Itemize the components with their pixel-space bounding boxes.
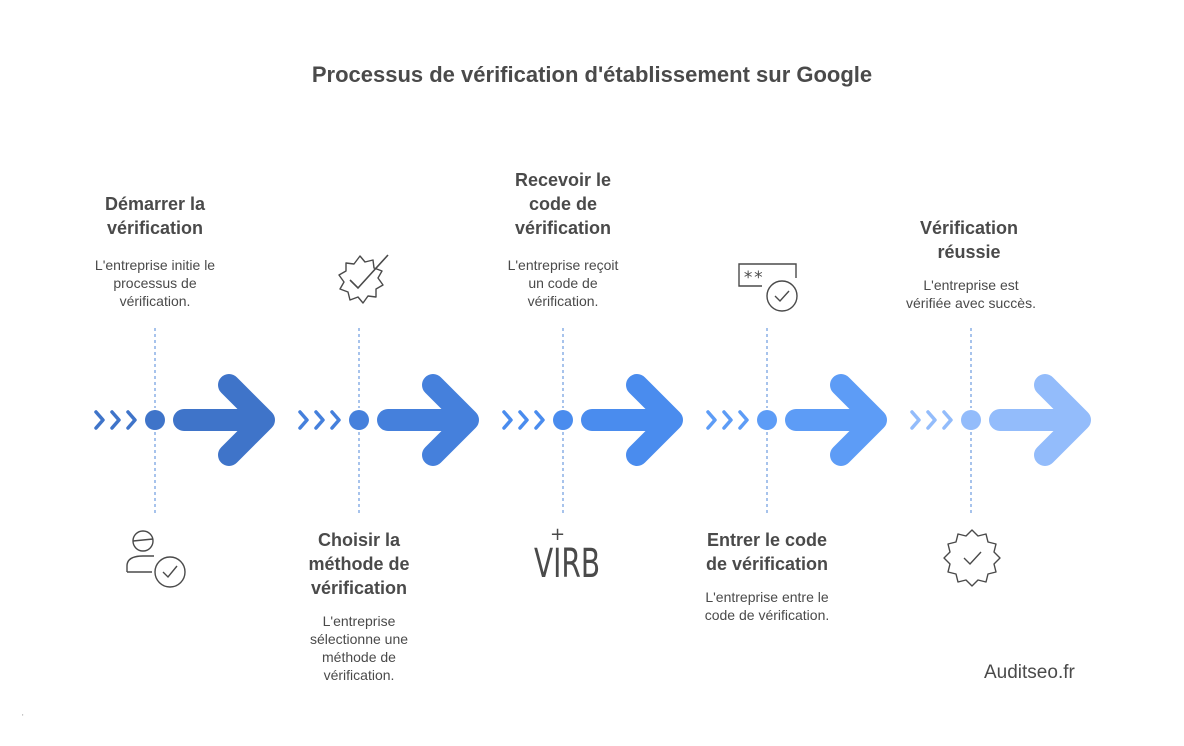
step-3-title-line-2: code de xyxy=(528,194,598,214)
step-4-description: L'entreprise entre le code de vérificati… xyxy=(682,588,852,624)
virb-logo-icon: + VIRB xyxy=(530,524,601,592)
password-check-icon: ** xyxy=(738,263,798,312)
step-1-arrow xyxy=(173,374,275,466)
step-5-title-line-2: réussie xyxy=(937,242,1001,262)
step-4-title-line-2: de vérification xyxy=(705,554,829,574)
step-3-title-line-1: Recevoir le xyxy=(514,170,612,190)
step-1-dot xyxy=(145,410,165,430)
step-2-dot xyxy=(349,410,369,430)
step-1-description: L'entreprise initie le processus de véri… xyxy=(70,256,240,310)
step-1-title-line-1: Démarrer la xyxy=(104,194,206,214)
step-5-title-line-1: Vérification xyxy=(919,218,1019,238)
step-2-desc-line-1: L'entreprise xyxy=(322,613,396,629)
step-3-dot xyxy=(553,410,573,430)
step-2-arrow xyxy=(377,374,479,466)
step-5-flow xyxy=(910,328,1091,516)
step-5-description: L'entreprise est vérifiée avec succès. xyxy=(886,276,1056,312)
step-4-desc-line-2: code de vérification. xyxy=(704,607,830,623)
step-2-title-line-3: vérification xyxy=(310,578,408,598)
step-3-title-line-3: vérification xyxy=(514,218,612,238)
step-3-desc-line-1: L'entreprise reçoit xyxy=(507,257,619,273)
step-4-chevrons xyxy=(706,410,749,430)
step-1-desc-line-3: vérification. xyxy=(119,293,191,309)
step-4-title: Entrer le code de vérification xyxy=(682,528,852,576)
step-3-arrow xyxy=(581,374,683,466)
step-5-chevrons xyxy=(910,410,953,430)
step-1-title: Démarrer la vérification xyxy=(70,192,240,240)
password-mask: ** xyxy=(743,268,763,288)
step-2-title-line-1: Choisir la xyxy=(317,530,401,550)
step-3-title: Recevoir le code de vérification xyxy=(478,168,648,240)
corner-mark: ' xyxy=(22,713,24,722)
step-1-desc-line-2: processus de xyxy=(113,275,197,291)
step-2-desc-line-3: méthode de xyxy=(322,649,396,665)
step-4-flow xyxy=(706,328,887,516)
step-1-title-line-2: vérification xyxy=(106,218,204,238)
gear-check-icon xyxy=(338,254,389,304)
virb-logo-text: VIRB xyxy=(534,541,601,587)
step-1-chevrons xyxy=(94,410,137,430)
step-2-desc-line-4: vérification. xyxy=(323,667,395,683)
step-4-dot xyxy=(757,410,777,430)
step-5-title: Vérification réussie xyxy=(884,216,1054,264)
step-2-flow xyxy=(298,328,479,516)
step-5-desc-line-2: vérifiée avec succès. xyxy=(906,295,1036,311)
step-1-flow xyxy=(94,328,275,516)
watermark: Auditseo.fr xyxy=(984,662,1075,683)
step-2-title: Choisir la méthode de vérification xyxy=(274,528,444,600)
step-5-arrow xyxy=(989,374,1091,466)
virb-logo-plus: + xyxy=(550,524,566,545)
step-1-desc-line-1: L'entreprise initie le xyxy=(94,257,216,273)
step-4-arrow xyxy=(785,374,887,466)
step-4-desc-line-1: L'entreprise entre le xyxy=(705,589,829,605)
step-3-desc-line-3: vérification. xyxy=(527,293,599,309)
step-4-title-line-1: Entrer le code xyxy=(706,530,828,550)
page-title: Processus de vérification d'établissemen… xyxy=(311,62,873,87)
step-2-title-line-2: méthode de xyxy=(308,554,410,574)
step-2-desc-line-2: sélectionne une xyxy=(309,631,409,647)
step-3-description: L'entreprise reçoit un code de vérificat… xyxy=(478,256,648,310)
step-5-dot xyxy=(961,410,981,430)
step-2-description: L'entreprise sélectionne une méthode de … xyxy=(274,612,444,684)
step-2-chevrons xyxy=(298,410,341,430)
step-3-desc-line-2: un code de xyxy=(528,275,598,291)
user-check-icon xyxy=(126,530,186,588)
step-3-flow xyxy=(502,328,683,516)
badge-check-icon xyxy=(943,529,1001,587)
step-3-chevrons xyxy=(502,410,545,430)
step-5-desc-line-1: L'entreprise est xyxy=(923,277,1019,293)
